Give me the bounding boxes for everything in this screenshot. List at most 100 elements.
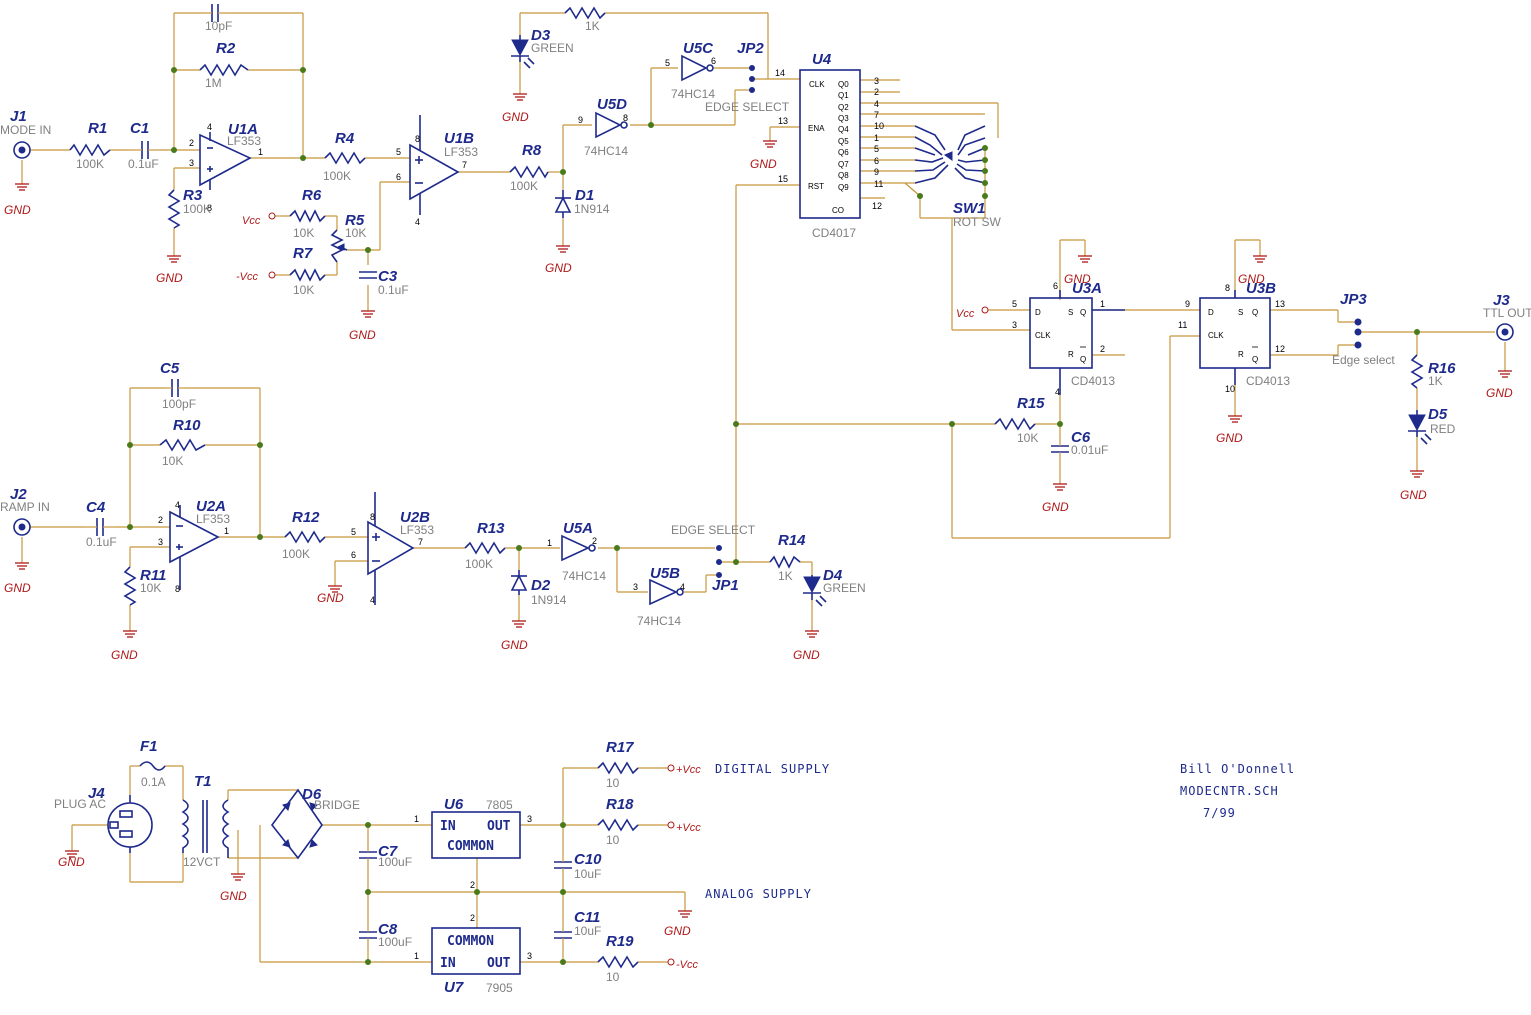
opamp-u1a[interactable] — [199, 132, 252, 190]
svg-text:R19: R19 — [606, 933, 634, 950]
ic-u3a[interactable] — [1029, 297, 1093, 369]
resistor-r8[interactable] — [509, 165, 549, 179]
opamp-u2a[interactable] — [169, 505, 220, 590]
svg-text:U5B: U5B — [650, 565, 680, 582]
svg-text:8: 8 — [370, 512, 375, 522]
svg-text:Q: Q — [1080, 355, 1086, 364]
fuse-f1[interactable] — [139, 761, 166, 771]
capacitor-c8[interactable] — [359, 925, 377, 945]
svg-text:R17: R17 — [606, 739, 634, 756]
resistor-r3[interactable] — [167, 189, 181, 229]
svg-text:R16: R16 — [1428, 360, 1456, 377]
svg-text:RAMP IN: RAMP IN — [0, 500, 50, 514]
cd4017-q-label: Q3 — [838, 114, 849, 123]
jack-j3[interactable] — [1496, 323, 1514, 341]
svg-text:GND: GND — [501, 638, 528, 652]
jumper-jp3[interactable] — [1354, 318, 1362, 349]
svg-text:1: 1 — [414, 951, 419, 961]
potentiometer-r5[interactable] — [330, 229, 348, 263]
resistor-r1[interactable] — [69, 143, 111, 157]
capacitor-c1[interactable] — [130, 141, 160, 159]
led-d3[interactable] — [511, 35, 535, 69]
svg-text:+Vcc: +Vcc — [676, 822, 701, 834]
ic-u4[interactable] — [799, 69, 861, 219]
jumper-jp2[interactable] — [749, 65, 755, 93]
svg-text:1K: 1K — [778, 569, 793, 583]
resistor-r17[interactable] — [597, 761, 639, 775]
inverter-u5d[interactable] — [595, 111, 628, 139]
diode-d1[interactable] — [554, 190, 572, 218]
svg-text:-Vcc: -Vcc — [236, 271, 259, 283]
led-d4[interactable] — [803, 575, 827, 607]
svg-text:7905: 7905 — [486, 981, 513, 995]
resistor-r4[interactable] — [324, 151, 366, 165]
svg-text:-Vcc: -Vcc — [676, 959, 699, 971]
svg-text:U5C: U5C — [683, 40, 714, 57]
svg-text:10uF: 10uF — [574, 924, 601, 938]
opamp-u2b[interactable] — [367, 492, 415, 605]
svg-text:U1A: U1A — [228, 121, 258, 138]
inverter-u5b[interactable] — [649, 578, 684, 606]
svg-text:CO: CO — [832, 206, 844, 215]
resistor-1k-top[interactable] — [564, 6, 606, 20]
resistor-r2[interactable] — [199, 63, 249, 77]
inverter-u5a[interactable] — [561, 534, 596, 562]
svg-text:6: 6 — [711, 56, 716, 66]
svg-text:2: 2 — [189, 138, 194, 148]
resistor-r12[interactable] — [284, 530, 326, 544]
diode-d2[interactable] — [510, 570, 528, 595]
resistor-r16[interactable] — [1410, 354, 1424, 389]
capacitor-c5[interactable] — [165, 379, 185, 397]
regulator-u7[interactable] — [431, 927, 521, 975]
resistor-r18[interactable] — [597, 818, 639, 832]
jack-j2[interactable] — [13, 518, 31, 536]
regulator-u6[interactable] — [431, 811, 521, 859]
opamp-u1b[interactable] — [409, 115, 460, 215]
svg-text:U2B: U2B — [400, 509, 430, 526]
led-d5[interactable] — [1408, 410, 1432, 445]
plug-j4[interactable] — [107, 795, 153, 853]
svg-text:1: 1 — [1100, 299, 1105, 309]
svg-text:D2: D2 — [531, 577, 551, 594]
svg-text:10K: 10K — [140, 581, 161, 595]
capacitor-c4[interactable] — [85, 518, 115, 536]
resistor-r14[interactable] — [769, 555, 801, 569]
svg-text:D4: D4 — [823, 567, 843, 584]
resistor-r7[interactable] — [289, 268, 326, 282]
svg-text:GND: GND — [349, 328, 376, 342]
cd4017-pin-number: 3 — [874, 76, 879, 86]
svg-text:EDGE SELECT: EDGE SELECT — [671, 523, 756, 537]
capacitor-c10[interactable] — [554, 855, 572, 875]
svg-text:8: 8 — [415, 134, 420, 144]
svg-text:R18: R18 — [606, 796, 634, 813]
resistor-r15[interactable] — [994, 417, 1036, 431]
svg-text:BRIDGE: BRIDGE — [314, 798, 360, 812]
capacitor-c3[interactable] — [359, 271, 377, 279]
cd4017-pin-number: 10 — [874, 121, 884, 131]
svg-text:1N914: 1N914 — [574, 202, 610, 216]
inverter-u5c[interactable] — [681, 54, 714, 82]
transformer-t1[interactable] — [181, 799, 230, 858]
resistor-r10[interactable] — [159, 438, 206, 452]
resistor-r19[interactable] — [597, 955, 639, 969]
svg-text:C4: C4 — [86, 499, 106, 516]
svg-text:Q: Q — [1080, 308, 1086, 317]
svg-text:C8: C8 — [378, 921, 398, 938]
svg-text:DIGITAL SUPPLY: DIGITAL SUPPLY — [715, 762, 830, 776]
resistor-r6[interactable] — [289, 209, 326, 223]
resistor-r13[interactable] — [464, 541, 506, 555]
capacitor-c6[interactable] — [1051, 440, 1069, 458]
bridge-d6[interactable] — [270, 788, 323, 860]
resistor-r11[interactable] — [123, 566, 137, 606]
jumper-jp1[interactable] — [716, 545, 722, 578]
svg-text:RED: RED — [1430, 422, 1456, 436]
jack-j1[interactable] — [13, 141, 31, 159]
svg-text:U6: U6 — [444, 796, 464, 813]
capacitor-10pf[interactable] — [205, 4, 225, 22]
svg-text:MODE IN: MODE IN — [0, 123, 51, 137]
capacitor-c11[interactable] — [554, 925, 572, 945]
capacitor-c7[interactable] — [359, 845, 377, 865]
svg-text:100K: 100K — [282, 547, 310, 561]
rotary-switch-sw1[interactable] — [914, 125, 986, 184]
svg-text:0.1uF: 0.1uF — [128, 157, 159, 171]
